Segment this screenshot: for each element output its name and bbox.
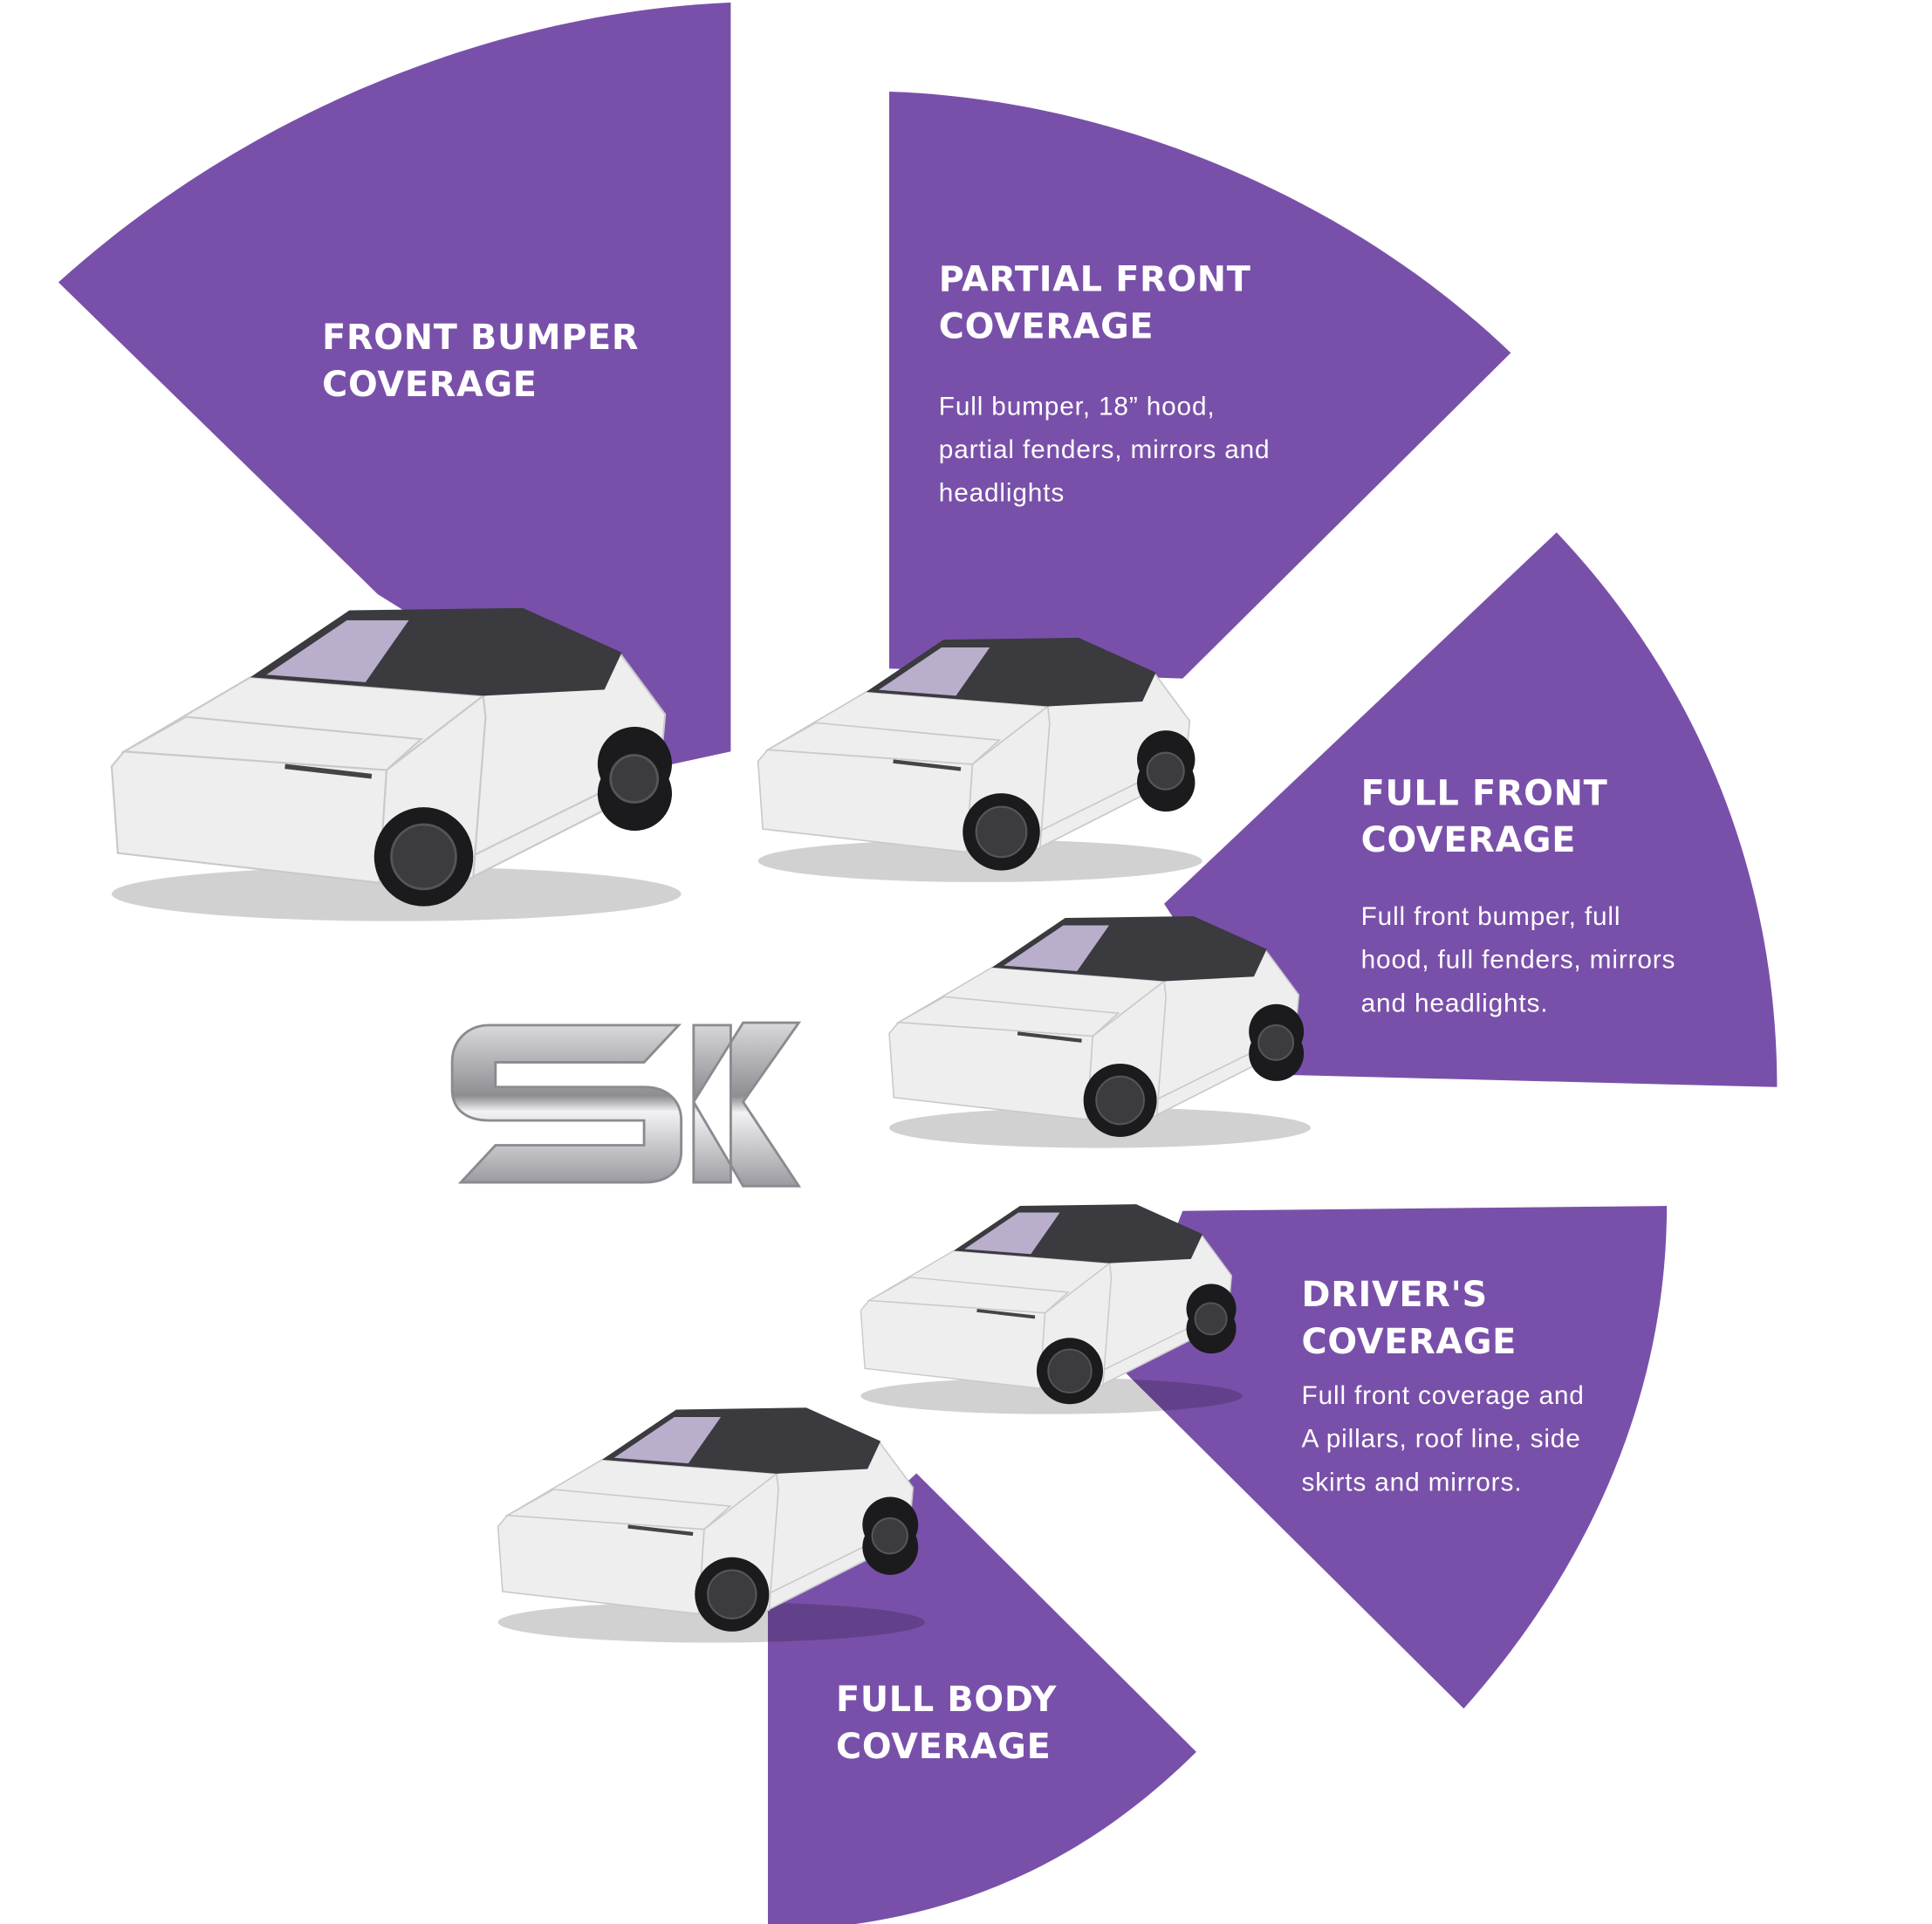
sector-partial-front — [889, 92, 1511, 679]
sector-drivers — [1120, 1206, 1668, 1709]
sector-full-body — [767, 1473, 1196, 1924]
car-front-bumper-coverage — [112, 608, 682, 921]
sector-full-front — [1164, 532, 1778, 1087]
package-description: Full bumper, 18” hood,partial fenders, m… — [939, 392, 1271, 507]
sector-front-bumper — [58, 2, 731, 768]
car-full-front-coverage — [889, 916, 1311, 1148]
car-partial-front-coverage — [758, 638, 1202, 882]
sk-logo — [450, 1021, 802, 1188]
